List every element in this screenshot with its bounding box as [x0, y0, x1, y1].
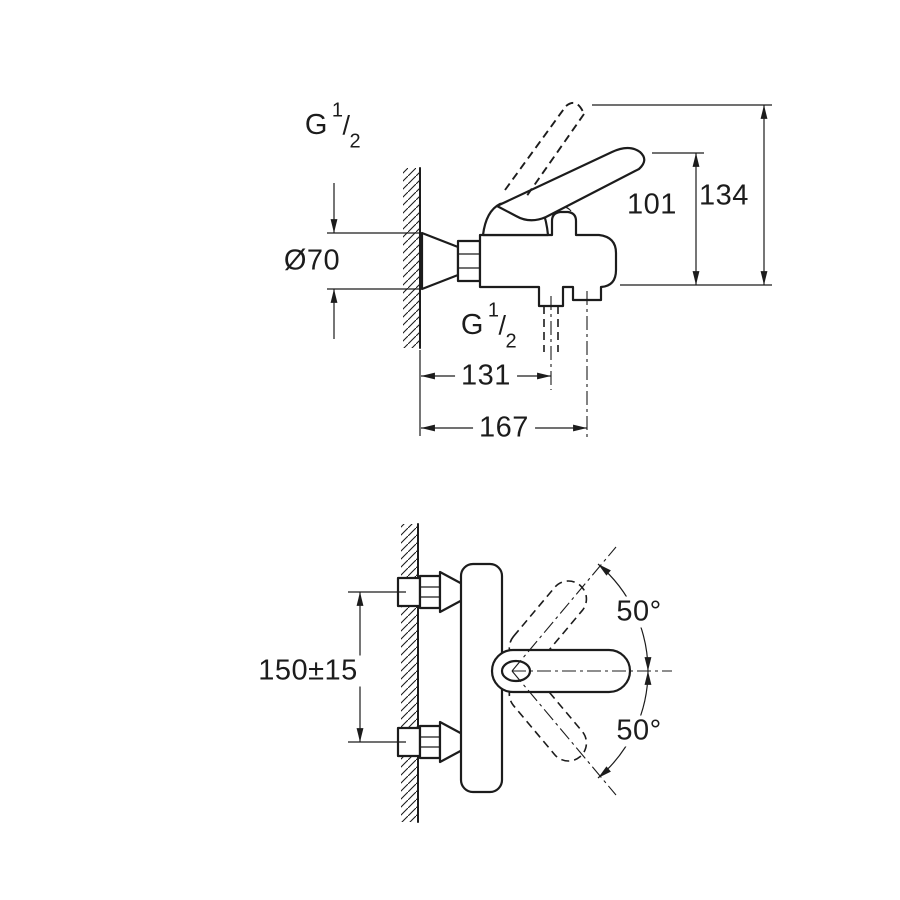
s-union-escutcheon — [420, 231, 482, 291]
dimension-131-label: 131 — [455, 360, 517, 392]
thread-bottom-denominator: 2 — [505, 330, 518, 353]
inlet-connection-top — [396, 570, 468, 614]
thread-bottom-slash: / — [498, 309, 507, 340]
thread-top-numerator: 1 — [331, 99, 344, 122]
lever-raised-dashed — [504, 101, 585, 198]
front-view-drawing — [348, 523, 672, 823]
thread-bottom-numerator: 1 — [487, 299, 500, 322]
dimension-134 — [592, 104, 772, 286]
side-view-drawing — [327, 101, 772, 438]
angle-50-down-label: 50° — [610, 715, 668, 747]
wall-section-side — [403, 167, 421, 349]
inlet-connection-bottom — [396, 720, 468, 764]
thread-top-denominator: 2 — [349, 130, 362, 153]
dimension-134-label: 134 — [699, 179, 749, 212]
shower-hose-dashed — [543, 306, 559, 352]
dimension-101-label: 101 — [627, 188, 677, 221]
lever-handle-side — [495, 146, 646, 222]
diameter-70-label: Ø70 — [283, 244, 341, 277]
dimension-101 — [652, 152, 704, 285]
dimension-150-label: 150±15 — [252, 655, 364, 687]
thread-top-letter: G — [304, 108, 328, 141]
thread-top-slash: / — [342, 109, 351, 140]
wall-section-front — [401, 523, 419, 823]
dimension-167-label: 167 — [473, 412, 535, 444]
angle-50-up-label: 50° — [610, 596, 668, 628]
dimension-diameter-70 — [327, 183, 420, 339]
thread-bottom-letter: G — [460, 308, 484, 341]
